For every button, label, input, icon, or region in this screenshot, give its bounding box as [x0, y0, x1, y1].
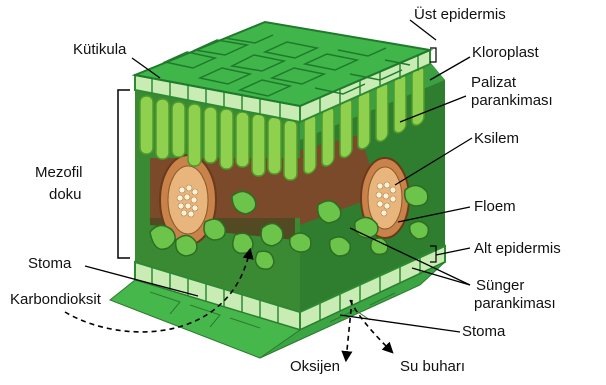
label-floem: Floem [474, 198, 516, 215]
label-oksijen: Oksijen [290, 358, 340, 375]
label-stoma-left: Stoma [28, 255, 71, 272]
label-palizat-2: parankiması [471, 92, 553, 109]
label-kutikula: Kütikula [73, 41, 126, 58]
label-sunger-2: parankiması [474, 295, 556, 312]
label-mezofil-1: Mezofil [35, 164, 83, 181]
label-alt-epidermis: Alt epidermis [474, 240, 561, 257]
label-stoma-right: Stoma [462, 323, 505, 340]
label-mezofil-2: doku [49, 186, 82, 203]
label-karbondioksit: Karbondioksit [10, 291, 101, 308]
label-ksilem: Ksilem [474, 130, 519, 147]
label-su-buhari: Su buharı [400, 358, 465, 375]
label-palizat-1: Palizat [471, 74, 516, 91]
label-sunger-1: Sünger [476, 277, 524, 294]
label-ust-epidermis: Üst epidermis [414, 6, 506, 23]
label-kloroplast: Kloroplast [472, 44, 539, 61]
mesophyll-bracket [118, 90, 130, 258]
